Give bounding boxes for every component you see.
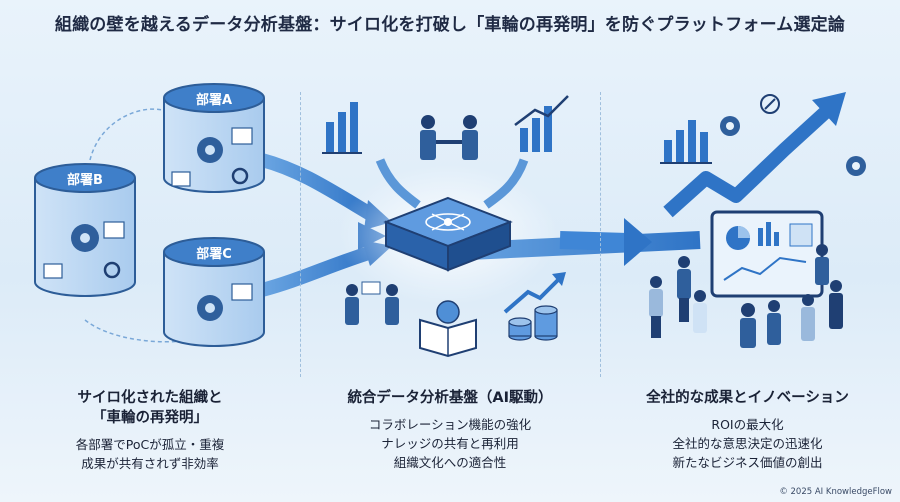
department-c-label: 部署C [196, 246, 232, 262]
ai-hub [322, 95, 701, 358]
section-silo-item: 各部署でPoCが孤立・重複 [75, 437, 225, 452]
gear-icon [846, 156, 866, 176]
people-icon [649, 244, 843, 348]
section-platform: 統合データ分析基盤（AI駆動） コラボレーション機能の強化 ナレッジの共有と再利… [305, 388, 595, 472]
page-title: 組織の壁を越えるデータ分析基盤：サイロ化を打破し「車輪の再発明」を防ぐプラットフ… [54, 15, 846, 35]
results-visual [649, 92, 866, 348]
section-platform-title: 統合データ分析基盤（AI駆動） [305, 388, 595, 408]
section-silo-items: 各部署でPoCが孤立・重複 成果が共有されず非効率 [10, 435, 290, 473]
section-results-title: 全社的な成果とイノベーション [605, 388, 890, 408]
section-platform-item: ナレッジの共有と再利用 [381, 436, 519, 451]
section-platform-title-line: 統合データ分析基盤（AI駆動） [347, 390, 553, 406]
section-divider-right [600, 92, 601, 377]
section-platform-items: コラボレーション機能の強化 ナレッジの共有と再利用 組織文化への適合性 [305, 415, 595, 472]
section-results-item: 新たなビジネス価値の創出 [672, 455, 823, 470]
brain-book-icon [419, 300, 477, 358]
department-a-cylinder [163, 83, 265, 193]
section-divider-left [300, 92, 301, 377]
network-node-icon [425, 213, 471, 231]
bar-chart-icon [660, 120, 712, 164]
section-silo: サイロ化された組織と 「車輪の再発明」 各部署でPoCが孤立・重複 成果が共有さ… [10, 388, 290, 473]
section-silo-title-line: サイロ化された組織と [77, 390, 223, 406]
trend-arrow-icon [514, 95, 569, 152]
department-a-label: 部署A [196, 92, 232, 108]
section-silo-title: サイロ化された組織と 「車輪の再発明」 [10, 388, 290, 428]
section-results-item: 全社的な意思決定の迅速化 [672, 436, 823, 451]
department-c-cylinder [163, 237, 265, 347]
handshake-icon [345, 281, 399, 325]
section-results: 全社的な成果とイノベーション ROIの最大化 全社的な意思決定の迅速化 新たなビ… [605, 388, 890, 472]
copyright-text: © 2025 AI KnowledgeFlow [779, 487, 892, 497]
section-results-items: ROIの最大化 全社的な意思決定の迅速化 新たなビジネス価値の創出 [605, 415, 890, 472]
section-silo-title-line: 「車輪の再発明」 [92, 410, 208, 426]
section-silo-item: 成果が共有されず非効率 [81, 456, 219, 471]
section-results-title-line: 全社的な成果とイノベーション [646, 390, 849, 406]
department-b-label: 部署B [67, 172, 103, 188]
monitor-icon [710, 210, 824, 298]
coin-stack-icon [503, 272, 566, 341]
section-results-item: ROIの最大化 [711, 417, 784, 432]
gear-icon [720, 116, 740, 136]
handshake-icon [420, 115, 478, 160]
trend-arrow-icon [760, 94, 780, 114]
section-platform-item: コラボレーション機能の強化 [368, 417, 532, 432]
department-b-cylinder [34, 163, 136, 297]
section-platform-item: 組織文化への適合性 [393, 455, 507, 470]
bar-chart-icon [322, 102, 362, 154]
